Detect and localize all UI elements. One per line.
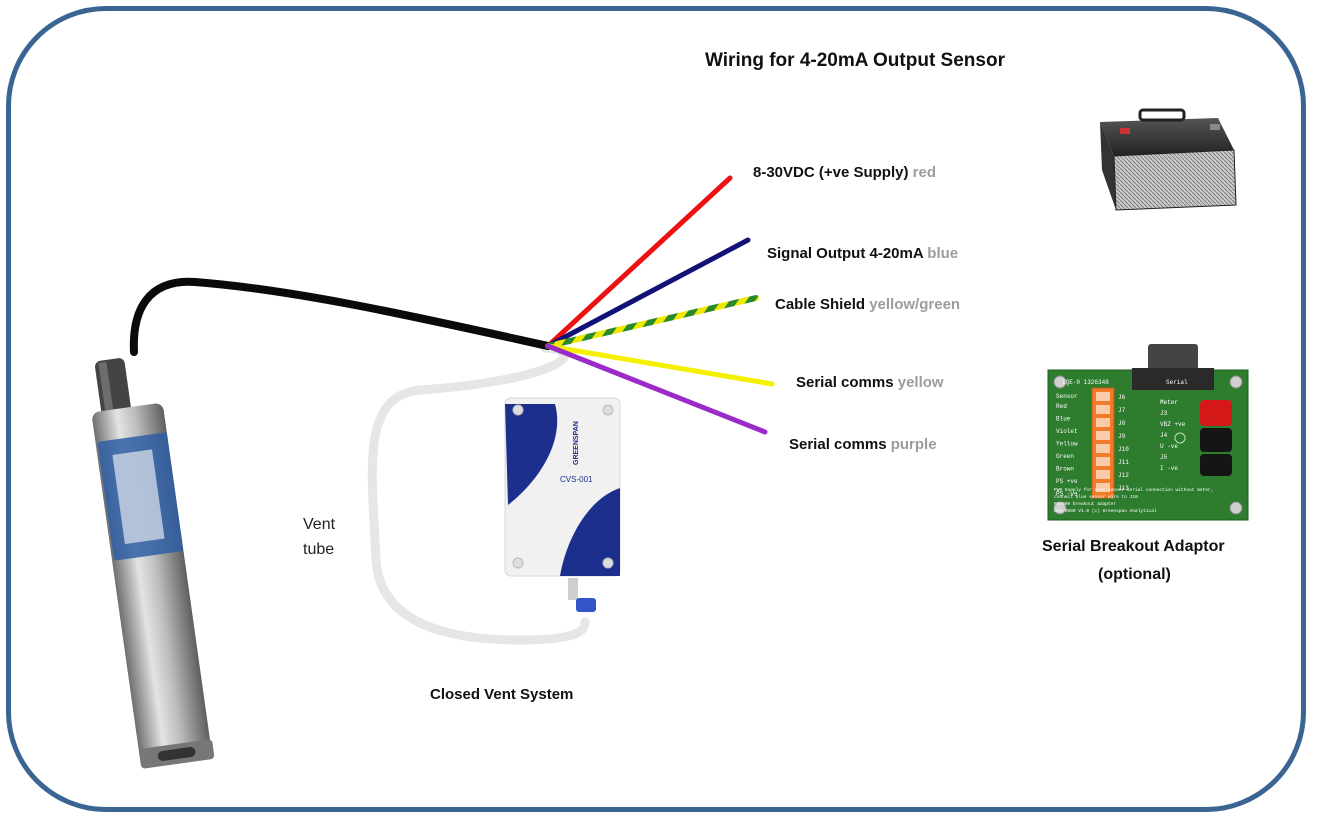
shield-wire <box>545 295 759 349</box>
vent-tube <box>367 343 590 645</box>
black-cable <box>129 277 552 356</box>
board-right-label: U -ve <box>1160 443 1178 450</box>
cvs-brand: GREENSPAN <box>573 421 580 465</box>
board-jumper-label: J10 <box>1118 446 1129 453</box>
closed-vent-system-label: Closed Vent System <box>430 686 574 703</box>
board-sensor-header: Sensor <box>1056 393 1078 400</box>
board-row-label: Green <box>1056 453 1074 460</box>
battery-icon <box>1100 108 1237 211</box>
board-jumper-label: J13 <box>1118 485 1129 492</box>
board-right-label: J3 <box>1160 410 1168 417</box>
board-footer-line: PS7000 breakout adapter <box>1054 501 1116 507</box>
wire-label-shield: Cable Shield yellow/green <box>775 296 961 313</box>
board-row-label: Blue <box>1056 416 1071 423</box>
board-row-label: Violet <box>1056 428 1078 435</box>
board-footer-text: PWR Supply for 1out sensor serial connec… <box>1054 487 1213 514</box>
board-jumper-label: J6 <box>1118 394 1126 401</box>
board-row-label: Brown <box>1056 466 1074 473</box>
board-row-label: Red <box>1056 403 1067 410</box>
adaptor-label-line1: Serial Breakout Adaptor <box>1042 538 1225 555</box>
board-footer-line: connect blue sensor wire to J10 <box>1054 494 1138 500</box>
board-right-label: I -ve <box>1160 465 1178 472</box>
cvs-model: CVS-001 <box>560 475 593 484</box>
board-right-label: Meter <box>1160 399 1178 406</box>
diagram-title: Wiring for 4-20mA Output Sensor <box>705 50 1005 71</box>
board-row-label: PS -ve <box>1056 491 1078 498</box>
board-jumper-label: J11 <box>1118 459 1129 466</box>
board-row-label: PS +ve <box>1056 478 1078 485</box>
board-footer-line: PWR Supply for 1out sensor serial connec… <box>1054 487 1213 493</box>
board-right-label: J4 <box>1160 432 1168 439</box>
serial-breakout-board <box>1047 344 1249 521</box>
adaptor-label-line2: (optional) <box>1098 566 1171 583</box>
board-header: Serial <box>1166 379 1188 386</box>
rounded-frame <box>6 6 1306 812</box>
board-jumper-label: J8 <box>1118 420 1126 427</box>
blue-wire <box>545 237 751 349</box>
board-jumper-label: J9 <box>1118 433 1126 440</box>
wire-label-yellow: Serial comms yellow <box>796 374 944 391</box>
pressure-sensor-probe <box>92 358 215 769</box>
board-footer-line: D83-0080 V1.0 (c) Greenspan Analytical <box>1054 508 1157 514</box>
board-jumper-label: J7 <box>1118 407 1126 414</box>
board-row-label: Yellow <box>1056 441 1078 448</box>
vent-tube-label-line1: Vent <box>303 516 336 533</box>
vent-tube-label-line2: tube <box>303 541 335 558</box>
yellow-wire <box>545 343 775 387</box>
board-right-label: J5 <box>1160 454 1168 461</box>
wire-label-red: 8-30VDC (+ve Supply) red <box>753 164 936 181</box>
wire-label-purple: Serial comms purple <box>789 436 937 453</box>
red-wire <box>545 175 733 349</box>
closed-vent-box <box>504 397 621 612</box>
board-right-label: VBZ +ve <box>1160 421 1186 428</box>
wire-label-blue: Signal Output 4-20mA blue <box>767 245 959 262</box>
board-jumper-label: J12 <box>1118 472 1129 479</box>
board-id: IQE-0 1326348 <box>1062 379 1109 386</box>
purple-wire <box>545 343 768 435</box>
